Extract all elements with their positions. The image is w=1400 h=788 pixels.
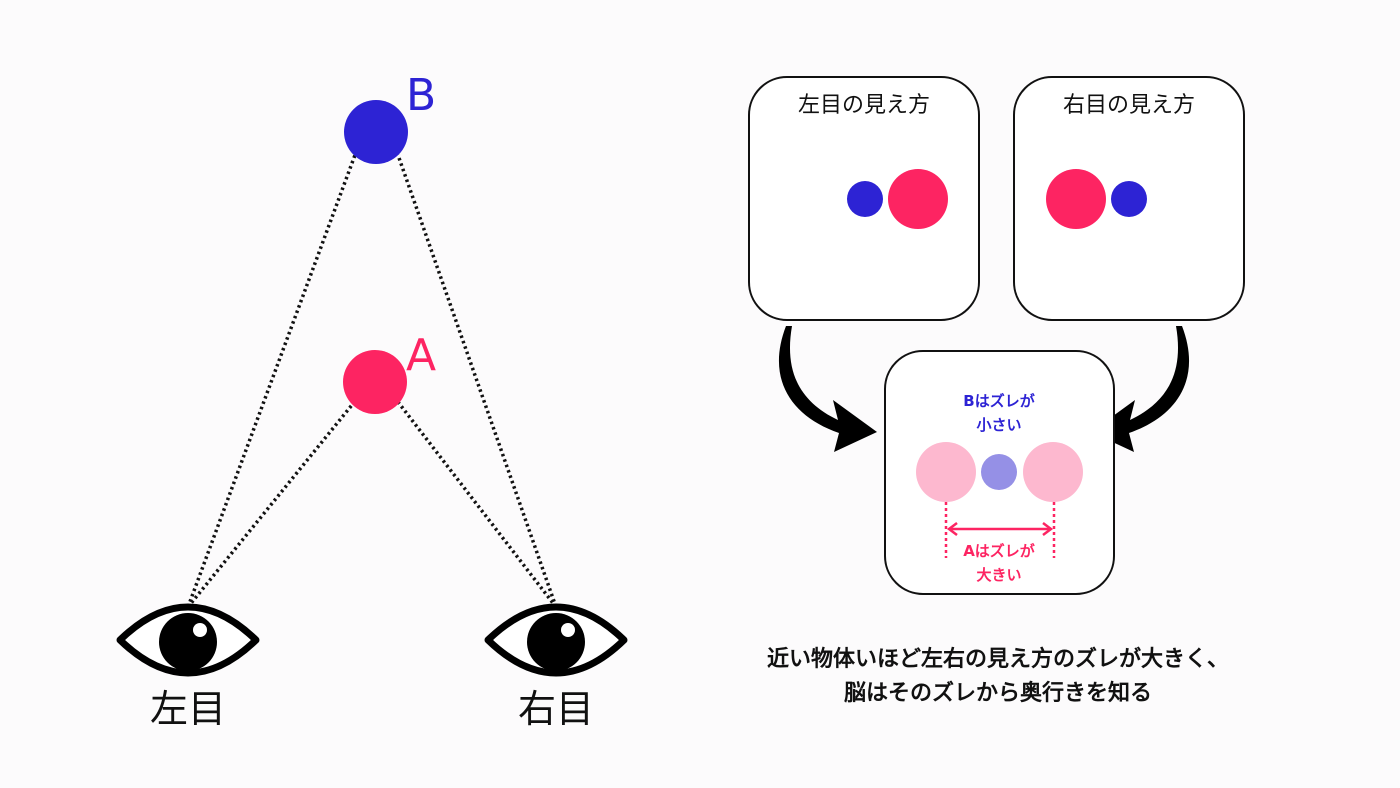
left-view-b-dot	[847, 181, 883, 217]
sight-lines	[186, 154, 558, 609]
b-disparity-note-line2: 小さい	[976, 416, 1021, 434]
merged-a-left-dot	[916, 442, 976, 502]
a-disparity-note-line2: 大きい	[976, 566, 1021, 584]
disparity-arrow	[946, 522, 1054, 536]
a-disparity-note-line1: Aはズレが	[963, 542, 1036, 560]
caption-line1: 近い物体いほど左右の見え方のズレが大きく、	[767, 646, 1229, 672]
disparity-result-panel: Bはズレが 小さい Aはズレが 大きい	[884, 350, 1115, 595]
caption-line2: 脳はそのズレから奥行きを知る	[844, 680, 1152, 706]
curved-arrow-icon-right	[1091, 326, 1190, 452]
left-eye-view-title: 左目の見え方	[798, 93, 930, 118]
right-eye-view-panel: 右目の見え方	[1013, 76, 1245, 321]
curved-arrow-icon-left	[778, 326, 877, 452]
object-a	[343, 350, 407, 414]
sightline-right-eye-to-a	[396, 400, 558, 609]
right-eye-view-title: 右目の見え方	[1063, 93, 1195, 118]
left-eye-view-panel: 左目の見え方	[748, 76, 980, 321]
left-eye-label: 左目	[150, 687, 226, 731]
right-eye-icon	[484, 603, 628, 677]
right-view-b-dot	[1111, 181, 1147, 217]
object-b	[344, 100, 408, 164]
object-a-label: A	[406, 330, 436, 381]
right-eye-label: 右目	[518, 687, 594, 731]
merged-a-right-dot	[1023, 442, 1083, 502]
object-b-label: B	[406, 70, 436, 121]
right-view-a-dot	[1046, 169, 1106, 229]
sightline-right-eye-to-b	[396, 154, 558, 608]
left-view-a-dot	[888, 169, 948, 229]
left-eye-icon	[116, 603, 260, 677]
sightline-left-eye-to-a	[186, 398, 358, 609]
sightline-left-eye-to-b	[186, 154, 357, 608]
merged-b-dot	[981, 454, 1017, 490]
b-disparity-note-line1: Bはズレが	[963, 392, 1035, 410]
